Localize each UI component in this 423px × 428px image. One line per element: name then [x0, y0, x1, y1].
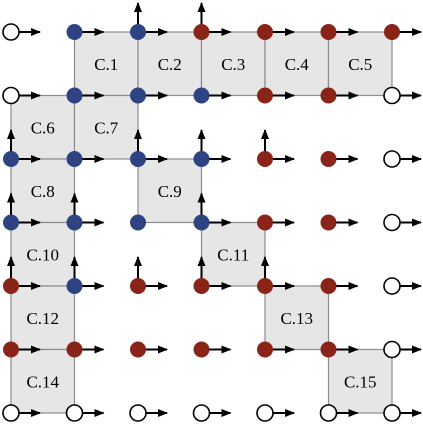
blue-node [130, 24, 146, 40]
open-node [383, 340, 401, 359]
red-node [384, 24, 400, 40]
red-node [130, 341, 146, 358]
blue-node [3, 214, 19, 231]
cell-box [73, 31, 139, 97]
blue-node [193, 151, 210, 167]
open-node [383, 86, 401, 105]
open-node [65, 404, 84, 422]
blue-node [130, 214, 146, 231]
red-node [193, 278, 210, 294]
red-node [320, 87, 337, 104]
cell-label: C.8 [31, 182, 55, 201]
red-node [193, 341, 210, 358]
blue-node [66, 278, 83, 294]
cell-label: C.3 [221, 55, 245, 74]
cell-label: C.2 [158, 55, 182, 74]
red-node [257, 214, 273, 231]
cell-box [327, 348, 393, 414]
blue-node [193, 214, 210, 231]
cell-label: C.1 [94, 55, 118, 74]
red-node [257, 151, 273, 167]
open-node [383, 150, 401, 168]
cell-label: C.10 [26, 245, 59, 264]
nodes-layer [2, 23, 401, 422]
blue-node [66, 151, 83, 167]
cells-layer [10, 31, 393, 414]
cell-box [10, 285, 76, 351]
cell-label: C.15 [344, 372, 377, 391]
red-node [320, 278, 337, 294]
cell-box [10, 348, 76, 414]
blue-node [66, 214, 83, 231]
cell-label: C.13 [280, 309, 313, 328]
cell-box [73, 94, 139, 160]
open-node [319, 404, 338, 422]
blue-node [130, 87, 146, 104]
cell-box [137, 31, 203, 97]
red-node [257, 87, 273, 104]
open-node [192, 404, 211, 422]
red-node [193, 24, 210, 40]
open-node [383, 404, 401, 422]
red-node [320, 341, 337, 358]
red-node [320, 214, 337, 231]
blue-node [3, 151, 19, 167]
cell-box [200, 221, 266, 287]
cell-label: C.6 [31, 118, 55, 137]
cell-box [137, 158, 203, 224]
red-node [257, 341, 273, 358]
red-node [66, 341, 83, 358]
blue-node [193, 87, 210, 104]
cell-label: C.11 [217, 245, 249, 264]
open-node [2, 404, 20, 422]
blue-node [130, 151, 146, 167]
cell-label: C.4 [285, 55, 310, 74]
blue-node [66, 87, 83, 104]
cell-box [200, 31, 266, 97]
open-node [256, 404, 274, 422]
red-node [3, 278, 19, 294]
open-node [2, 23, 20, 41]
cell-label: C.5 [348, 55, 372, 74]
open-node [129, 404, 147, 422]
red-node [320, 24, 337, 40]
red-node [3, 341, 19, 358]
blue-node [66, 24, 83, 40]
open-node [2, 86, 20, 105]
cell-box [264, 285, 330, 351]
cell-label: C.14 [26, 372, 59, 391]
red-node [130, 278, 146, 294]
cell-box [10, 94, 76, 160]
cell-label: C.7 [94, 118, 119, 137]
cell-box [327, 31, 393, 97]
cell-label: C.12 [26, 309, 59, 328]
red-node [257, 278, 273, 294]
red-node [320, 151, 337, 167]
cell-label: C.9 [158, 182, 182, 201]
open-node [383, 277, 401, 295]
red-node [257, 24, 273, 40]
cell-box [10, 221, 76, 287]
open-node [383, 213, 401, 232]
cell-box [10, 158, 76, 224]
